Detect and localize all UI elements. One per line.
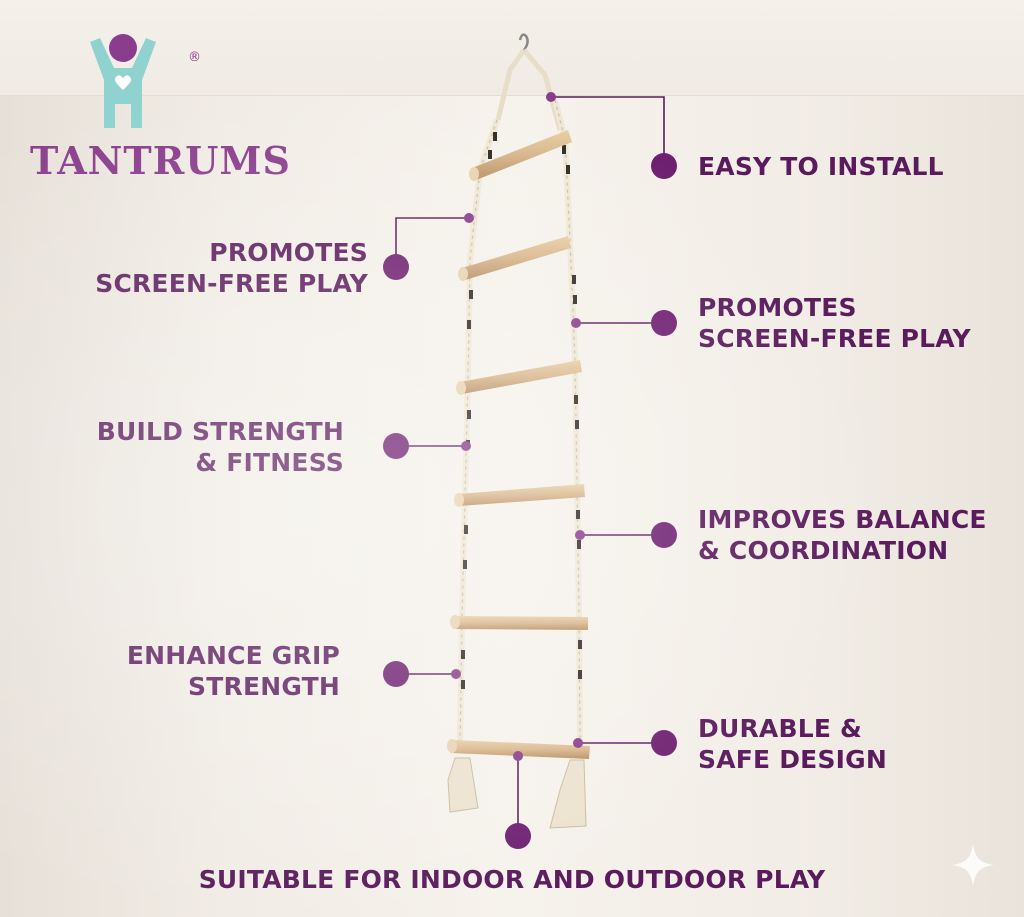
left-rope [457, 119, 500, 746]
feature-screen-free-left: PROMOTES SCREEN-FREE PLAY [95, 238, 368, 298]
wooden-rungs [447, 130, 590, 759]
feature-strength-fitness: BUILD STRENGTH & FITNESS [96, 417, 344, 477]
feature-easy-install: EASY TO INSTALL [698, 152, 944, 181]
rung-2 [458, 236, 571, 281]
rung-3 [456, 360, 582, 395]
rung-1 [469, 130, 572, 181]
ceiling-hook [495, 33, 563, 131]
brand-name: TANTRUMS [30, 138, 291, 183]
callout-dot-icon [383, 153, 677, 849]
rung-6 [447, 739, 590, 759]
feature-durable-safe: DURABLE & SAFE DESIGN [698, 714, 887, 774]
rope-knots [461, 132, 582, 689]
rope-tassels [447, 757, 587, 829]
feature-balance-coordination: IMPROVES BALANCE & COORDINATION [698, 505, 987, 565]
sparkle-icon [952, 844, 994, 886]
brand-figure-icon [90, 34, 156, 128]
brand-logo: ® [28, 28, 228, 198]
feature-indoor-outdoor: SUITABLE FOR INDOOR AND OUTDOOR PLAY [198, 865, 826, 894]
rung-4 [454, 484, 585, 507]
registered-mark: ® [188, 50, 201, 65]
rung-5 [450, 615, 588, 630]
callout-lines [395, 96, 665, 836]
feature-screen-free-right: PROMOTES SCREEN-FREE PLAY [698, 293, 971, 353]
callout-anchor-dots [451, 92, 585, 761]
feature-grip-strength: ENHANCE GRIP STRENGTH [126, 641, 340, 701]
